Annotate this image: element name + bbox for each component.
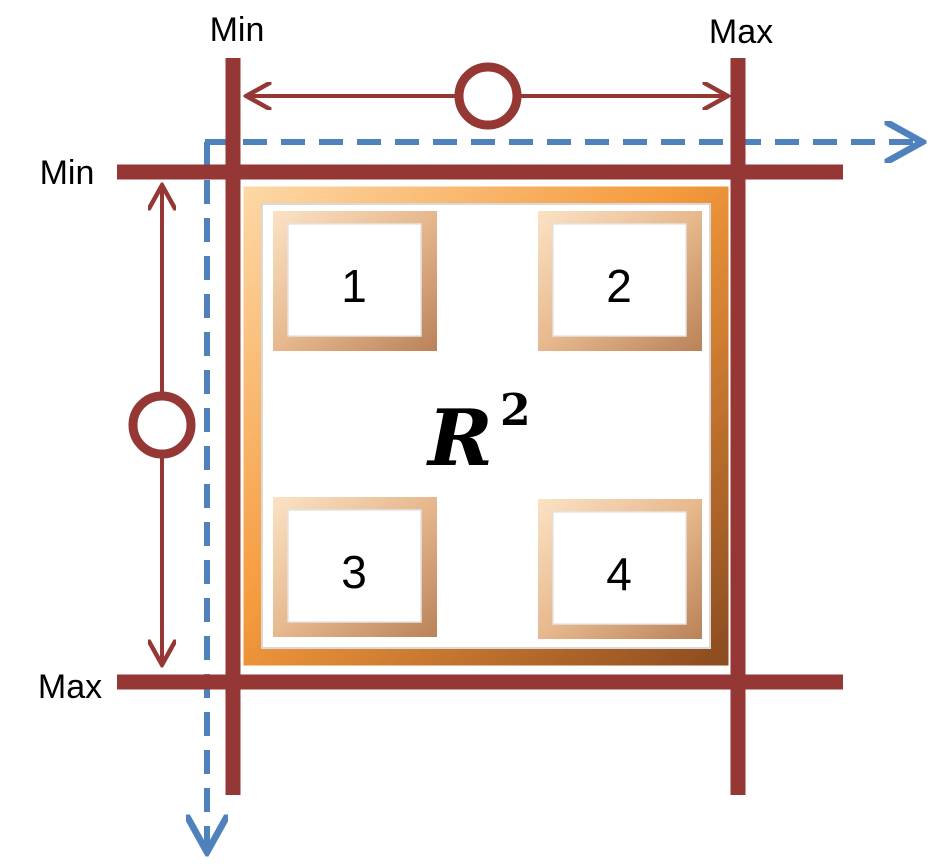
top-max-label: Max [709,13,773,51]
vertical-range-circle [128,391,196,459]
vertical-range-arrow [128,188,196,662]
cell-2: 2 [536,209,704,353]
horizontal-range-circle [454,62,522,130]
left-min-label: Min [40,154,95,192]
region-exponent: 2 [500,385,531,436]
cell-4: 4 [536,497,704,641]
cell-3: 3 [271,495,439,639]
horizontal-range-arrow [249,62,725,130]
cell-1-label: 1 [341,260,367,312]
top-min-label: Min [210,11,265,49]
cell-2-label: 2 [606,260,632,312]
cell-3-label: 3 [341,546,367,598]
cell-1: 1 [271,209,439,353]
region-label: R 2 [426,385,531,484]
cell-4-label: 4 [606,548,632,600]
region-symbol: R [426,393,493,484]
left-max-label: Max [38,668,102,706]
